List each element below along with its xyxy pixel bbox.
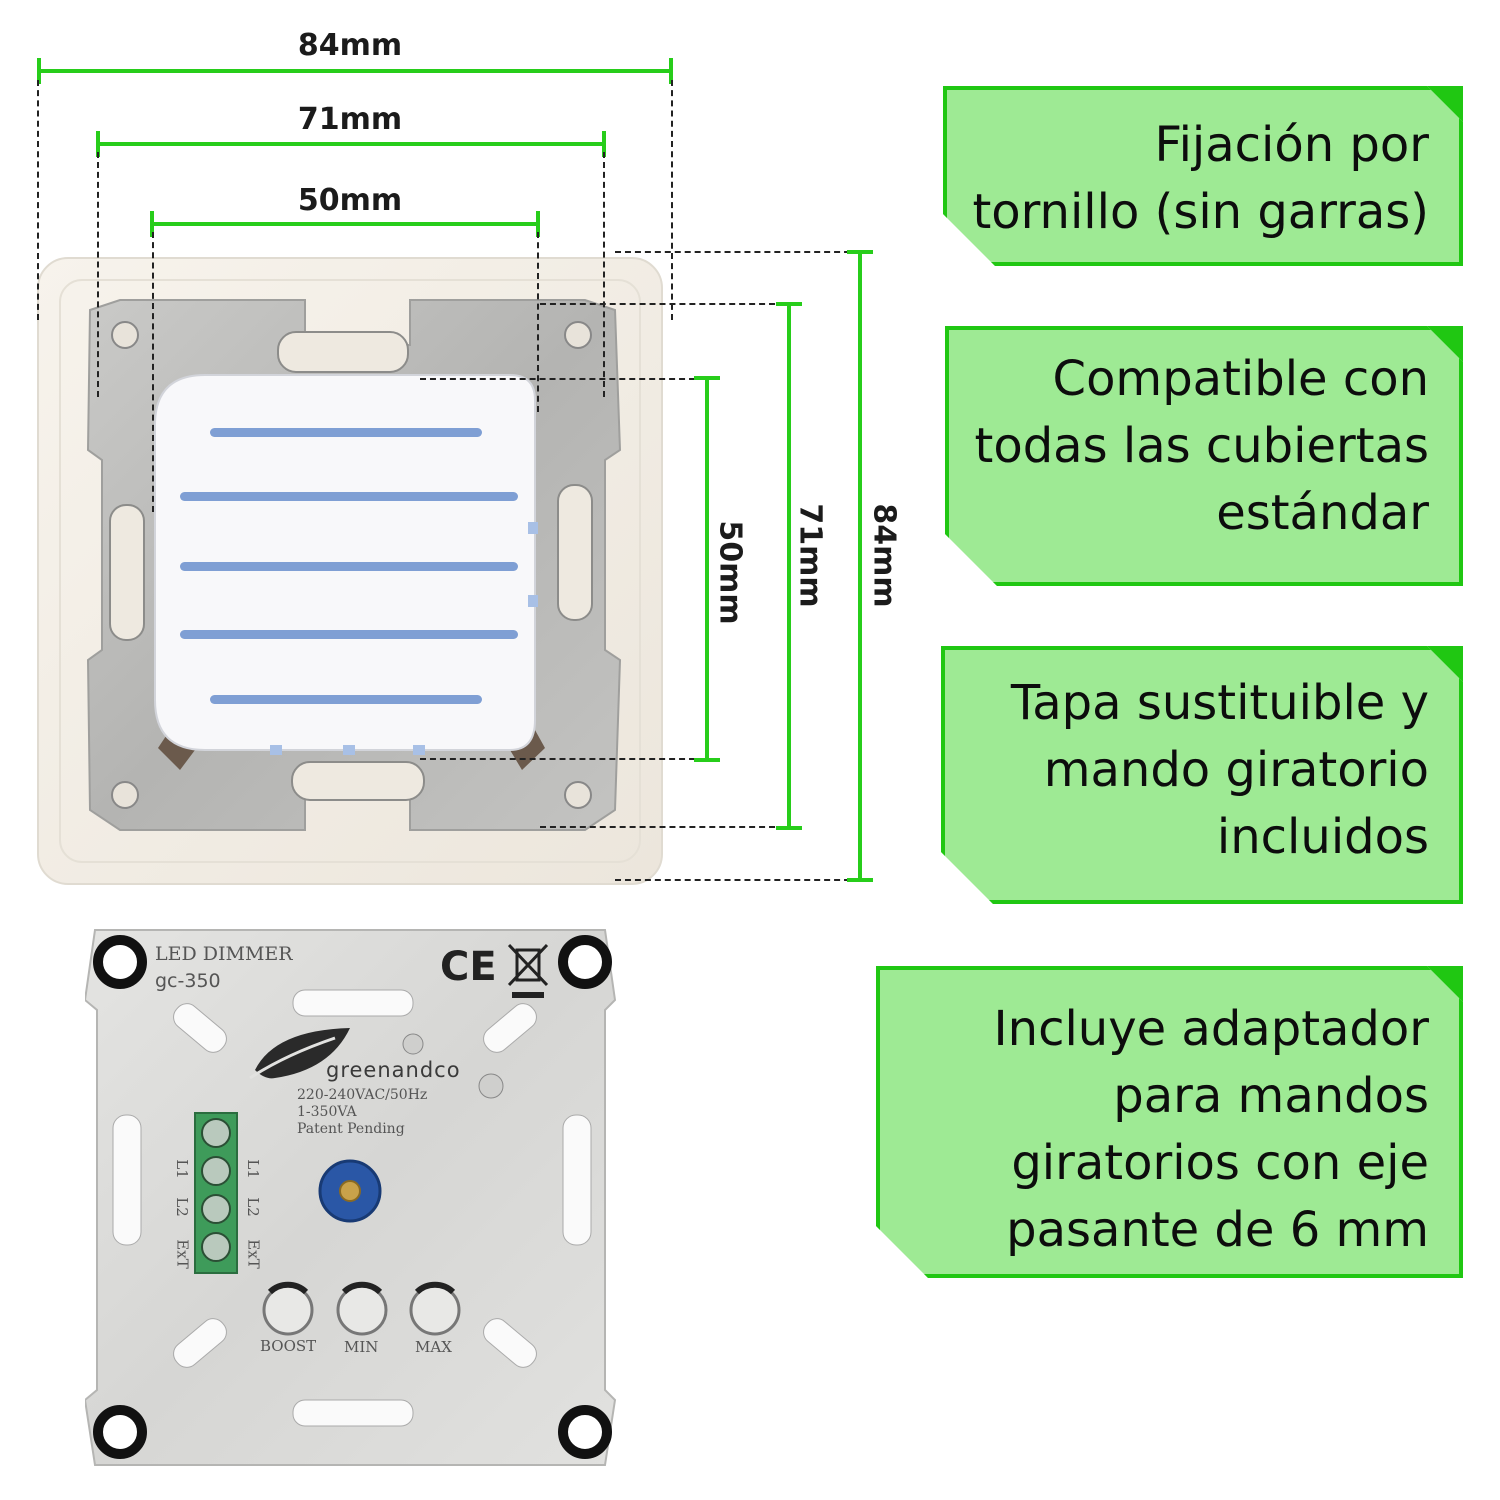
width-inner-label: 50mm: [297, 183, 403, 218]
patent-label: Patent Pending: [297, 1121, 405, 1137]
guide-inner-right: [537, 232, 539, 412]
dimmer-model-code: gc-350: [155, 970, 221, 992]
knob-label-max: MAX: [415, 1338, 452, 1356]
guide-h-outer-bottom: [615, 879, 860, 881]
width-inner-line: [150, 211, 540, 237]
width-outer-line: [37, 58, 673, 84]
rating-power: 1-350VA: [297, 1104, 357, 1120]
terminal-label-left: L2: [172, 1197, 191, 1217]
guide-middle-left: [97, 152, 99, 397]
callout-screw-fixing: Fijación por tornillo (sin garras): [943, 86, 1463, 266]
width-middle-label: 71mm: [297, 102, 403, 137]
terminal-label-right: L2: [243, 1197, 262, 1217]
guide-middle-right: [603, 152, 605, 397]
terminal-label-right: ExT: [244, 1239, 263, 1269]
guide-outer-left: [37, 80, 39, 320]
height-inner-label: 50mm: [712, 520, 748, 625]
height-outer-label: 84mm: [866, 503, 902, 608]
guide-h-inner-top: [420, 378, 705, 380]
width-middle-line: [96, 131, 606, 157]
guide-h-outer-top: [615, 251, 860, 253]
height-middle-line: [776, 302, 802, 830]
rating-voltage: 220-240VAC/50Hz: [297, 1087, 428, 1103]
brand-name: greenandco: [326, 1058, 461, 1082]
height-inner-line: [694, 376, 720, 762]
callout-screw-fixing-text: Fijación por tornillo (sin garras): [972, 117, 1429, 240]
weee-bin-icon: [507, 943, 549, 998]
callout-fold-icon: [1427, 326, 1463, 362]
width-outer-label: 84mm: [297, 28, 403, 63]
terminal-label-right: L1: [243, 1159, 262, 1179]
knob-label-min: MIN: [344, 1338, 379, 1356]
dimmer-module-photo: CE: [85, 929, 617, 1466]
callout-replaceable-cover: Tapa sustituible y mando giratorio inclu…: [941, 646, 1463, 904]
terminal-label-left: L1: [172, 1159, 191, 1179]
ce-mark: CE: [440, 944, 497, 990]
callout-adapter-text: Incluye adaptador para mandos giratorios…: [993, 1001, 1429, 1258]
guide-inner-left: [152, 232, 154, 512]
dimmer-model-title: LED DIMMER: [155, 943, 293, 965]
height-outer-line: [847, 250, 873, 882]
callout-fold-icon: [1427, 646, 1463, 682]
height-middle-label: 71mm: [792, 503, 828, 608]
guide-h-middle-bottom: [540, 826, 785, 828]
guide-h-middle-top: [540, 303, 785, 305]
cover-plate-photo: [37, 257, 663, 885]
callout-fold-icon: [1427, 86, 1463, 122]
guide-outer-right: [671, 80, 673, 320]
callout-fold-icon: [1427, 966, 1463, 1002]
knob-label-boost: BOOST: [260, 1337, 317, 1355]
callout-replaceable-cover-text: Tapa sustituible y mando giratorio inclu…: [1010, 675, 1429, 865]
callout-adapter: Incluye adaptador para mandos giratorios…: [876, 966, 1463, 1278]
callout-compatible: Compatible con todas las cubiertas están…: [945, 326, 1463, 586]
callout-compatible-text: Compatible con todas las cubiertas están…: [974, 351, 1429, 541]
terminal-label-left: ExT: [173, 1239, 192, 1269]
guide-h-inner-bottom: [420, 758, 705, 760]
